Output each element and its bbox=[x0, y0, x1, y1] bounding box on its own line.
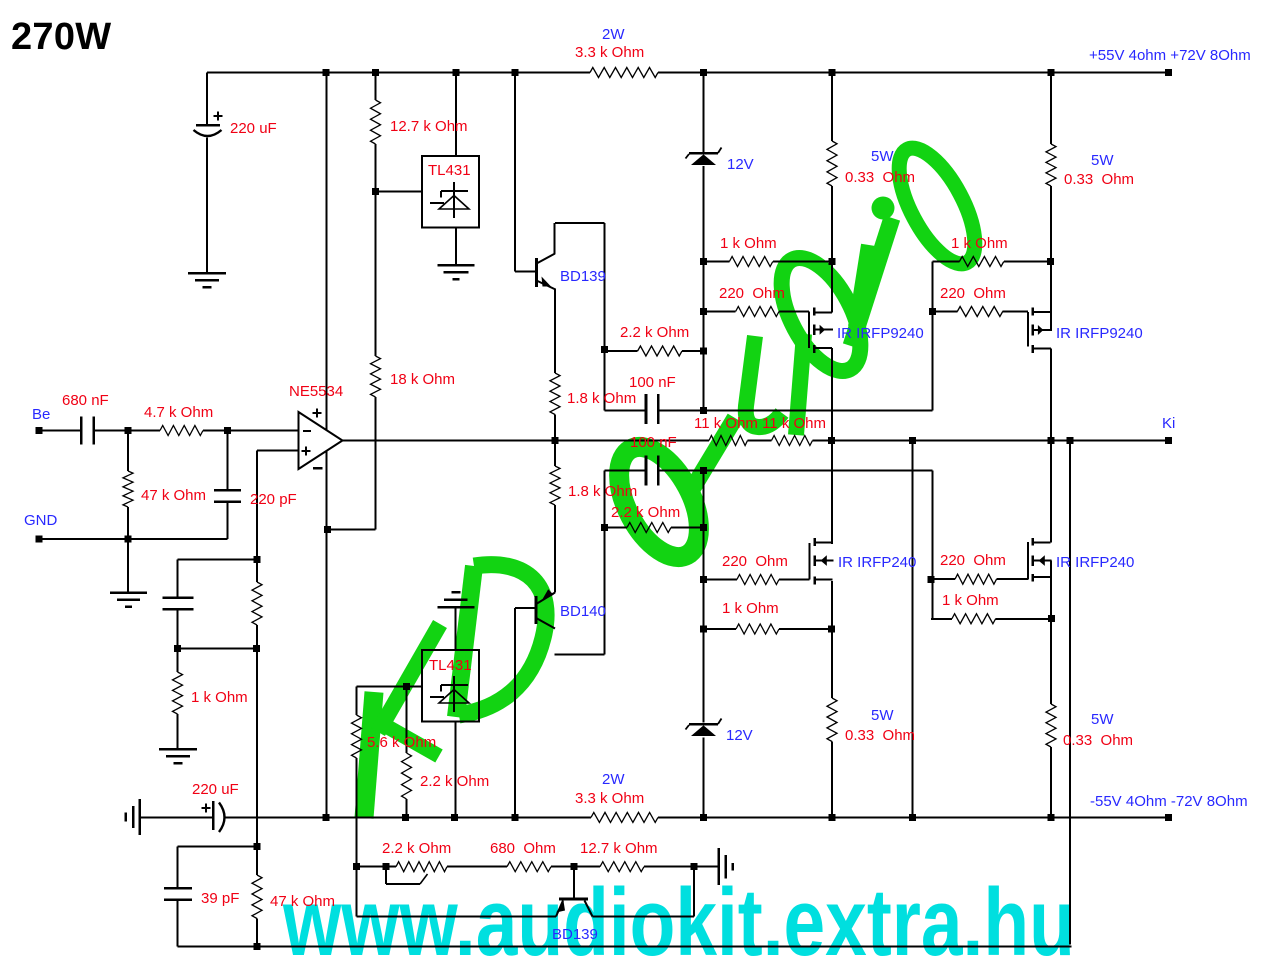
svg-text:5.6 k Ohm: 5.6 k Ohm bbox=[367, 734, 436, 751]
svg-text:2W: 2W bbox=[602, 771, 625, 788]
svg-text:47 k Ohm: 47 k Ohm bbox=[141, 487, 206, 504]
svg-text:220 Ohm: 220 Ohm bbox=[940, 552, 1006, 569]
svg-text:1.8 k Ohm: 1.8 k Ohm bbox=[567, 390, 636, 407]
svg-text:3.3 k Ohm: 3.3 k Ohm bbox=[575, 790, 644, 807]
svg-text:IR IRFP240: IR IRFP240 bbox=[838, 554, 916, 571]
svg-text:1 k Ohm: 1 k Ohm bbox=[191, 689, 248, 706]
svg-text:220 Ohm: 220 Ohm bbox=[722, 553, 788, 570]
svg-text:11 k Ohm 11 k Ohm: 11 k Ohm 11 k Ohm bbox=[694, 415, 826, 432]
svg-text:12V: 12V bbox=[726, 727, 753, 744]
svg-text:1 k Ohm: 1 k Ohm bbox=[951, 235, 1008, 252]
svg-text:47 k Ohm: 47 k Ohm bbox=[270, 893, 335, 910]
svg-text:39 pF: 39 pF bbox=[201, 890, 239, 907]
svg-text:3.3 k Ohm: 3.3 k Ohm bbox=[575, 44, 644, 61]
svg-text:100 nF: 100 nF bbox=[630, 434, 677, 451]
svg-text:2.2 k Ohm: 2.2 k Ohm bbox=[611, 504, 680, 521]
svg-text:100 nF: 100 nF bbox=[629, 374, 676, 391]
svg-text:0.33 Ohm: 0.33 Ohm bbox=[845, 727, 915, 744]
svg-text:IR IRFP9240: IR IRFP9240 bbox=[1056, 325, 1143, 342]
svg-text:TL431: TL431 bbox=[429, 657, 472, 674]
svg-text:2.2 k Ohm: 2.2 k Ohm bbox=[382, 840, 451, 857]
svg-text:IR IRFP9240: IR IRFP9240 bbox=[837, 325, 924, 342]
svg-text:BD139: BD139 bbox=[560, 268, 606, 285]
svg-text:4.7 k Ohm: 4.7 k Ohm bbox=[144, 404, 213, 421]
svg-text:2.2 k Ohm: 2.2 k Ohm bbox=[420, 773, 489, 790]
svg-text:1 k Ohm: 1 k Ohm bbox=[722, 600, 779, 617]
svg-text:1 k Ohm: 1 k Ohm bbox=[942, 592, 999, 609]
svg-text:2W: 2W bbox=[602, 26, 625, 43]
svg-text:NE5534: NE5534 bbox=[289, 383, 343, 400]
svg-text:Ki: Ki bbox=[1162, 415, 1175, 432]
svg-text:+55V 4ohm +72V 8Ohm: +55V 4ohm +72V 8Ohm bbox=[1089, 47, 1251, 64]
svg-text:0.33 Ohm: 0.33 Ohm bbox=[1064, 171, 1134, 188]
svg-text:BD139: BD139 bbox=[552, 926, 598, 943]
svg-text:270W: 270W bbox=[11, 16, 111, 58]
svg-text:220 uF: 220 uF bbox=[192, 781, 239, 798]
svg-text:0.33 Ohm: 0.33 Ohm bbox=[1063, 732, 1133, 749]
svg-text:220 Ohm: 220 Ohm bbox=[940, 285, 1006, 302]
svg-text:IR IRFP240: IR IRFP240 bbox=[1056, 554, 1134, 571]
svg-text:1.8 k Ohm: 1.8 k Ohm bbox=[568, 483, 637, 500]
svg-text:680 Ohm: 680 Ohm bbox=[490, 840, 556, 857]
svg-text:5W: 5W bbox=[871, 707, 894, 724]
svg-text:2.2 k Ohm: 2.2 k Ohm bbox=[620, 324, 689, 341]
svg-text:220 pF: 220 pF bbox=[250, 491, 297, 508]
svg-text:-55V 4Ohm -72V 8Ohm: -55V 4Ohm -72V 8Ohm bbox=[1090, 793, 1248, 810]
svg-text:5W: 5W bbox=[1091, 711, 1114, 728]
svg-text:1 k Ohm: 1 k Ohm bbox=[720, 235, 777, 252]
svg-text:220 uF: 220 uF bbox=[230, 120, 277, 137]
svg-text:0.33 Ohm: 0.33 Ohm bbox=[845, 169, 915, 186]
svg-text:GND: GND bbox=[24, 512, 58, 529]
svg-text:TL431: TL431 bbox=[428, 162, 471, 179]
svg-text:680 nF: 680 nF bbox=[62, 392, 109, 409]
svg-text:12.7 k Ohm: 12.7 k Ohm bbox=[390, 118, 468, 135]
svg-text:18 k Ohm: 18 k Ohm bbox=[390, 371, 455, 388]
svg-text:5W: 5W bbox=[871, 148, 894, 165]
svg-text:BD140: BD140 bbox=[560, 603, 606, 620]
svg-text:5W: 5W bbox=[1091, 152, 1114, 169]
svg-text:Be: Be bbox=[32, 406, 50, 423]
svg-text:220 Ohm: 220 Ohm bbox=[719, 285, 785, 302]
svg-text:12V: 12V bbox=[727, 156, 754, 173]
svg-text:www.audiokit.extra.hu: www.audiokit.extra.hu bbox=[282, 869, 1075, 969]
svg-text:12.7 k Ohm: 12.7 k Ohm bbox=[580, 840, 658, 857]
